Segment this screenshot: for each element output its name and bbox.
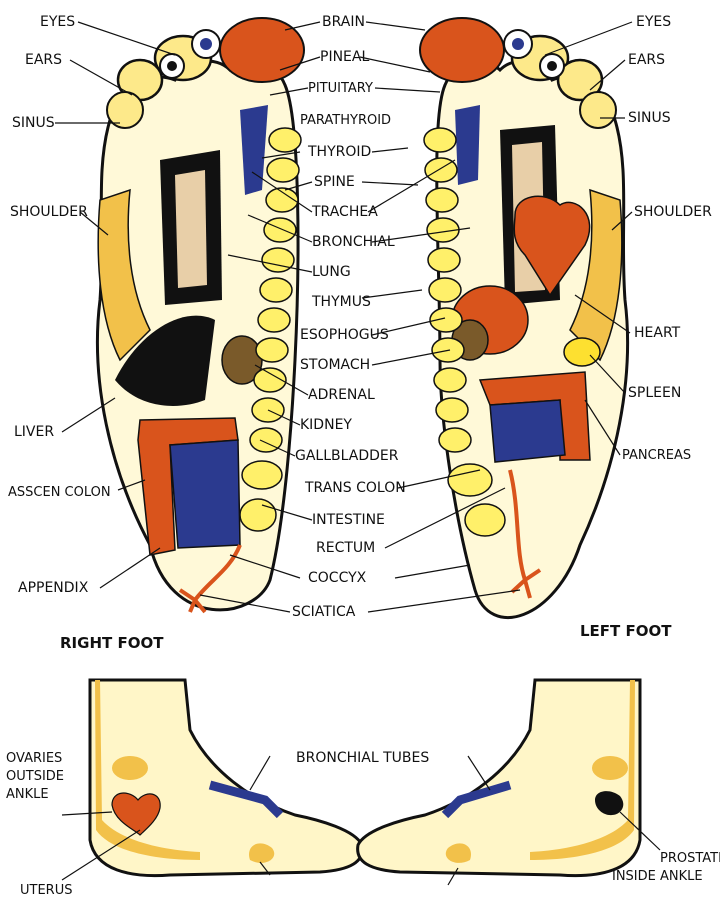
spleen-icon [564,338,600,366]
label-ears-right: EARS [25,52,62,68]
label-esophogus: ESOPHOGUS [300,327,389,343]
label-bronchial-tubes: BRONCHIAL TUBES [296,750,429,766]
right-foot-sole [97,18,304,612]
label-pineal: PINEAL [320,49,369,65]
label-pancreas: PANCREAS [622,448,691,463]
label-appendix: APPENDIX [18,580,89,596]
title-left-foot: LEFT FOOT [580,622,672,640]
left-foot-side-view [358,680,640,876]
label-gallbladder: GALLBLADDER [295,448,399,464]
label-sinus-right: SINUS [12,115,55,131]
label-spleen: SPLEEN [628,385,681,401]
label-eyes-left: EYES [636,14,671,30]
label-pituitary: PITUITARY [308,81,373,96]
label-rectum: RECTUM [316,540,375,556]
label-parathyroid: PARATHYROID [300,113,391,128]
label-spine: SPINE [314,174,355,190]
label-stomach: STOMACH [300,357,370,373]
label-bronchial: BRONCHIAL [312,234,395,250]
label-uterus: UTERUS [20,883,72,897]
label-prostate-1: PROSTATE [660,851,720,866]
label-lung: LUNG [312,264,351,280]
label-thyroid: THYROID [307,144,371,160]
label-heart: HEART [634,325,681,341]
label-ears-left: EARS [628,52,665,68]
label-thymus: THYMUS [311,294,371,310]
left-intestine [490,400,565,462]
label-brain: BRAIN [322,14,365,30]
label-prostate-2: INSIDE ANKLE [612,869,703,884]
label-trachea: TRACHEA [311,204,378,220]
label-liver: LIVER [14,424,54,440]
label-sinus-left: SINUS [628,110,671,126]
label-trans-colon: TRANS COLON [304,480,406,496]
label-shoulder-right: SHOULDER [10,204,88,220]
label-sciatica: SCIATICA [292,604,356,620]
label-adrenal: ADRENAL [308,387,375,403]
label-coccyx: COCCYX [308,570,367,586]
label-asscen-colon: ASSCEN COLON [8,485,111,500]
label-eyes-right: EYES [40,14,75,30]
label-ovaries-1: OVARIES [6,751,62,766]
label-intestine: INTESTINE [312,512,385,528]
label-ovaries-3: ANKLE [6,787,49,802]
right-brain-icon [220,18,304,82]
label-shoulder-left: SHOULDER [634,204,712,220]
title-right-foot: RIGHT FOOT [60,634,164,652]
label-kidney: KIDNEY [300,417,352,433]
left-foot-sole [420,18,628,618]
left-brain-icon [420,18,504,82]
label-ovaries-2: OUTSIDE [6,769,64,784]
right-foot-side-view [90,680,362,876]
right-intestine [170,440,240,548]
